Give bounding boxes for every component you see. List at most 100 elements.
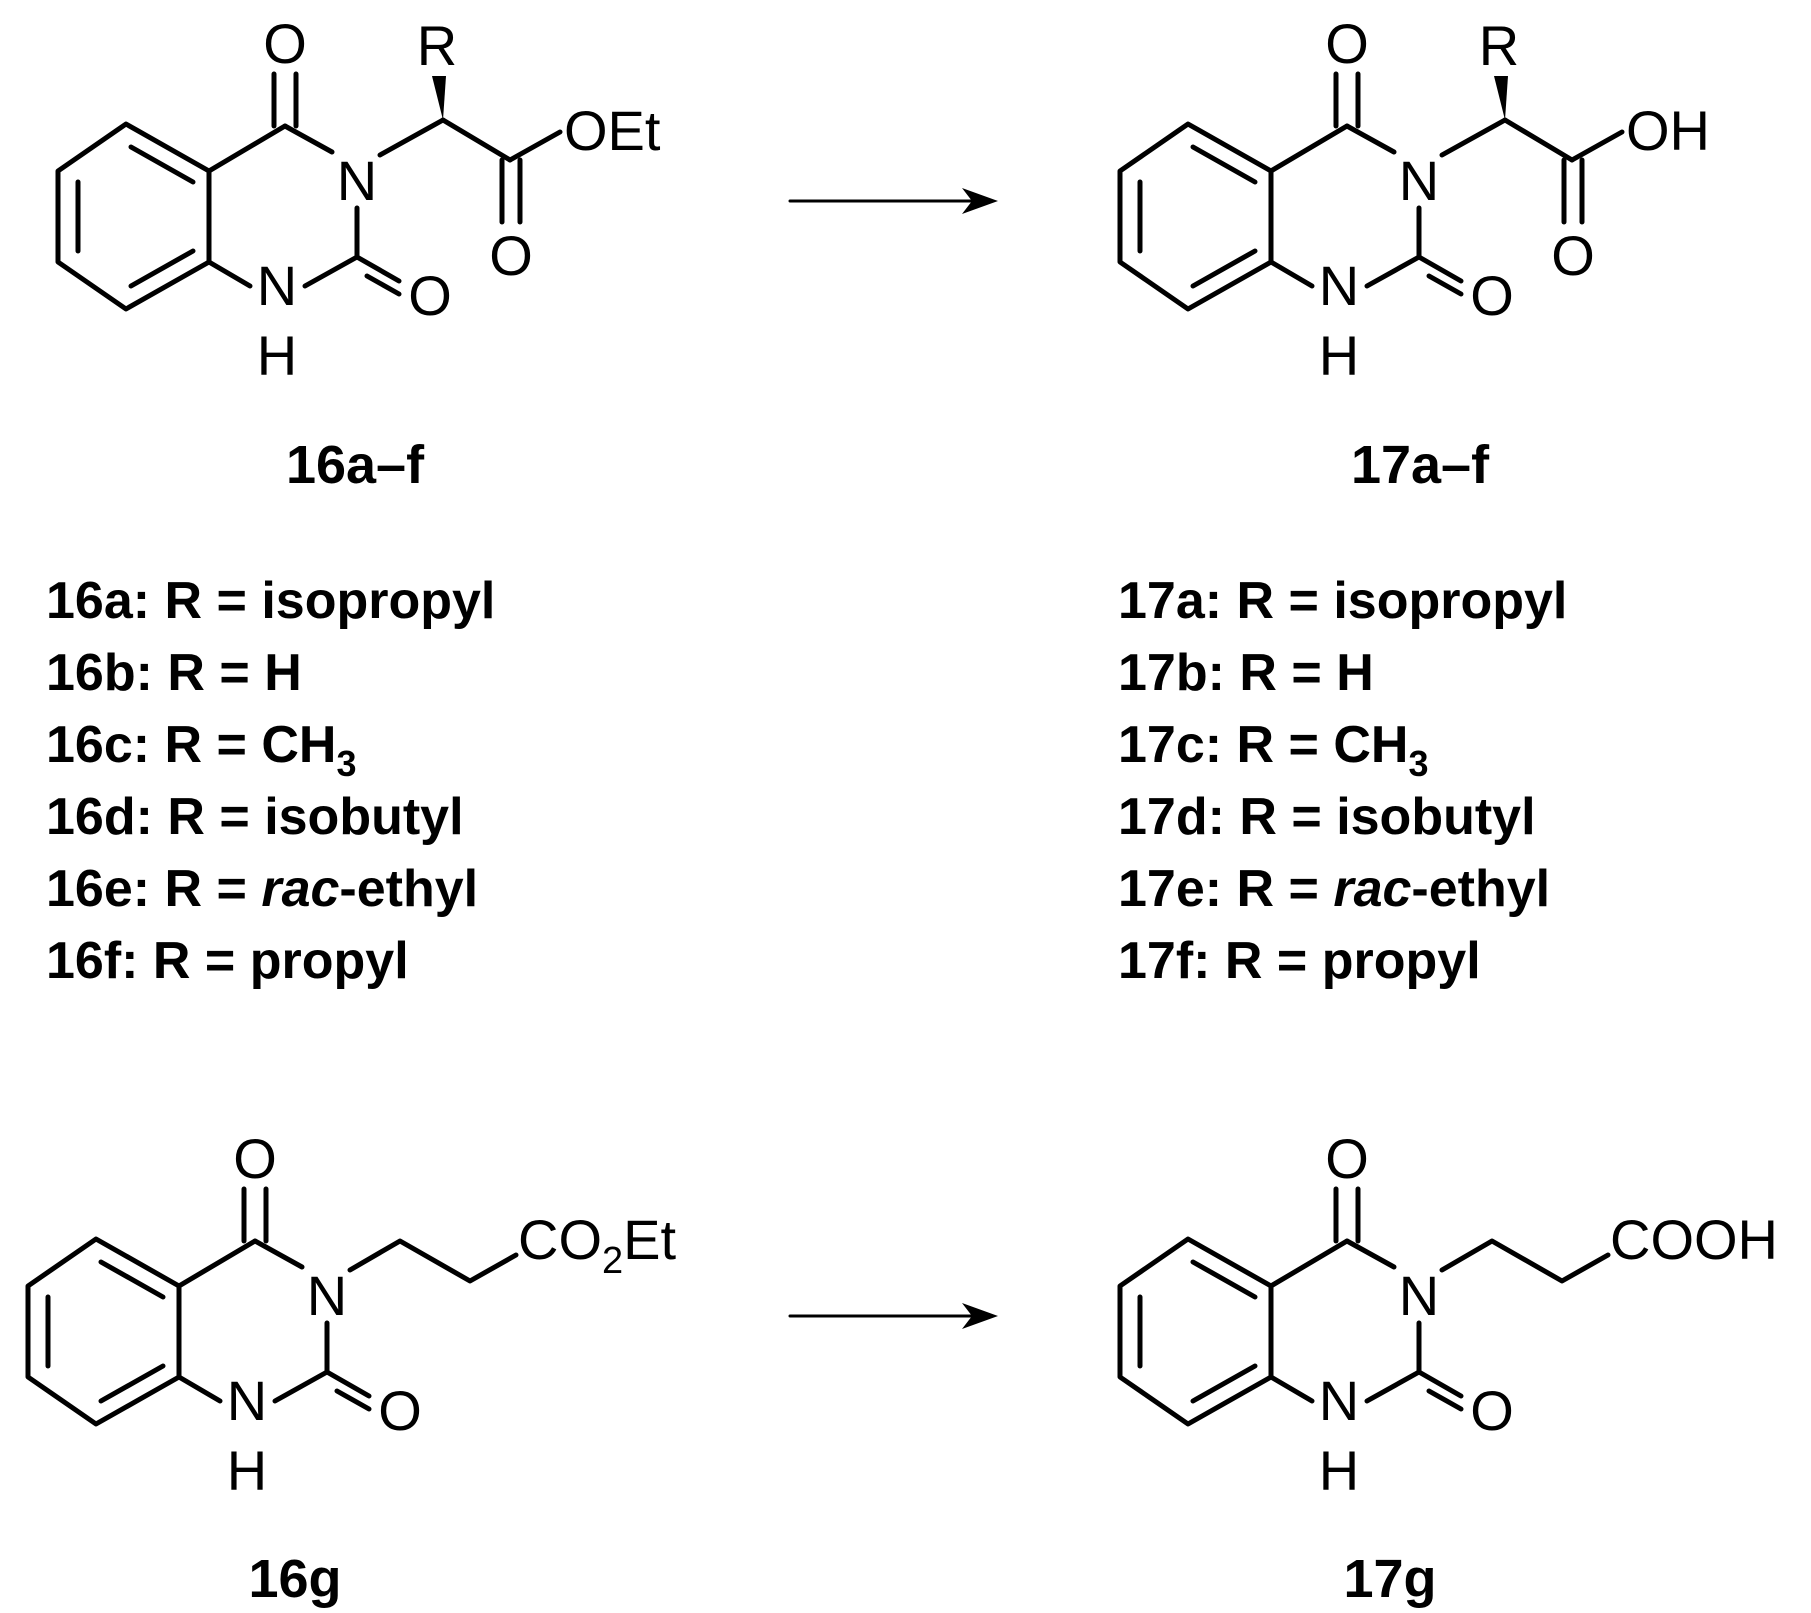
atom-label: OEt [564, 99, 661, 162]
ring-bond [206, 259, 253, 289]
stereo-wedge [1494, 76, 1508, 120]
benzene-ring [1117, 1236, 1274, 1427]
atom-label: O [1470, 264, 1514, 327]
ring-bond [1268, 123, 1350, 174]
ring-bond [1344, 1238, 1397, 1270]
structure-17g: O N N H O COOH [1117, 1127, 1778, 1502]
substituent-line: 16e: R = rac-ethyl [46, 860, 478, 918]
atom-label: O [489, 224, 533, 287]
atom-label: N [337, 149, 377, 212]
stereo-wedge [432, 76, 446, 120]
substituent-list-16: 16a: R = isopropyl 16b: R = H 16c: R = CH3… [46, 572, 495, 990]
ester-group-label: CO2Et [518, 1208, 676, 1282]
atom-label: H [1319, 324, 1359, 387]
ring-bond [1268, 1238, 1350, 1289]
atom-label: H [1319, 1439, 1359, 1502]
substituent-line: 17e: R = rac-ethyl [1118, 860, 1550, 918]
ring-bond [176, 1238, 258, 1289]
ring-bond [282, 123, 335, 155]
ethylene-chain [1439, 1238, 1611, 1284]
atom-label: O [1551, 224, 1595, 287]
substituent-line: 17d: R = isobutyl [1118, 788, 1536, 846]
benzene-inner-bond [1190, 144, 1258, 185]
atom-label: O [263, 12, 307, 75]
benzene-inner-bond [1190, 248, 1258, 289]
benzene-ring [55, 121, 212, 312]
acid-bond [1569, 129, 1625, 163]
carbonyl-bond [354, 254, 402, 284]
benzene-inner-bond [128, 248, 196, 289]
benzene-inner-bond [98, 1363, 166, 1404]
arrow-head [962, 1303, 998, 1329]
ring-bond [272, 1369, 330, 1404]
ring-bond [1364, 1369, 1422, 1404]
substituent-line: 16a: R = isopropyl [46, 572, 495, 630]
ring-bond [1364, 254, 1422, 289]
substituent-line: 17c: R = CH3 [1118, 716, 1428, 784]
carbonyl-bond [1426, 1388, 1464, 1412]
reaction-arrow [788, 1303, 998, 1329]
atom-label: R [1479, 14, 1519, 77]
carbonyl-bond [324, 1369, 372, 1399]
atom-label: N [1399, 149, 1439, 212]
carbonyl-bond [1426, 273, 1464, 297]
ring-bond [176, 1374, 223, 1404]
atom-label: O [233, 1127, 277, 1190]
reaction-arrow [788, 188, 998, 214]
substituent-line: 16c: R = CH3 [46, 716, 356, 784]
atom-label: R [417, 14, 457, 77]
n-alkyl-bond [377, 117, 446, 158]
atom-label: N [257, 254, 297, 317]
structure-17a-f: O N N H O R O OH [1117, 12, 1710, 387]
structure-16g: O N N H O CO2Et [25, 1127, 676, 1502]
atom-label: N [1319, 1369, 1359, 1432]
acid-group-label: COOH [1610, 1208, 1778, 1271]
atom-label: O [408, 264, 452, 327]
substituent-line: 16b: R = H [46, 644, 302, 702]
benzene-ring [25, 1236, 182, 1427]
carbonyl-bond [1416, 1369, 1464, 1399]
compound-label: 16a–f [286, 435, 425, 495]
substituent-line: 17b: R = H [1118, 644, 1374, 702]
ring-bond [206, 123, 288, 174]
atom-label: H [227, 1439, 267, 1502]
atom-label: N [1319, 254, 1359, 317]
compound-label: 17a–f [1351, 435, 1490, 495]
compound-label: 17g [1343, 1549, 1436, 1609]
ring-bond [1344, 123, 1397, 155]
ester-bond [507, 129, 563, 163]
ring-bond [302, 254, 360, 289]
benzene-inner-bond [1190, 1259, 1258, 1300]
benzene-inner-bond [98, 1259, 166, 1300]
atom-label: H [257, 324, 297, 387]
atom-label: N [227, 1369, 267, 1432]
atom-label: OH [1626, 99, 1710, 162]
structure-16a-f: O N N H O R O OEt [55, 12, 661, 387]
substituent-line: 17a: R = isopropyl [1118, 572, 1567, 630]
atom-label: O [1325, 12, 1369, 75]
carbonyl-bond [364, 273, 402, 297]
atom-label: O [1325, 1127, 1369, 1190]
carbonyl-bond [334, 1388, 372, 1412]
acid-bond [1502, 117, 1575, 163]
atom-label: N [307, 1264, 347, 1327]
compound-label: 16g [248, 1549, 341, 1609]
n-alkyl-bond [1439, 117, 1508, 158]
ring-bond [1268, 259, 1315, 289]
substituent-list-17: 17a: R = isopropyl 17b: R = H 17c: R = CH3… [1118, 572, 1567, 990]
arrow-head [962, 188, 998, 214]
substituent-line: 16f: R = propyl [46, 932, 409, 990]
carbonyl-bond [1416, 254, 1464, 284]
atom-label: O [378, 1379, 422, 1442]
atom-label: O [1470, 1379, 1514, 1442]
benzene-ring [1117, 121, 1274, 312]
atom-label: N [1399, 1264, 1439, 1327]
benzene-inner-bond [128, 144, 196, 185]
ethylene-chain [347, 1238, 519, 1284]
ester-bond [440, 117, 513, 163]
substituent-line: 16d: R = isobutyl [46, 788, 464, 846]
substituent-line: 17f: R = propyl [1118, 932, 1481, 990]
ring-bond [1268, 1374, 1315, 1404]
benzene-inner-bond [1190, 1363, 1258, 1404]
